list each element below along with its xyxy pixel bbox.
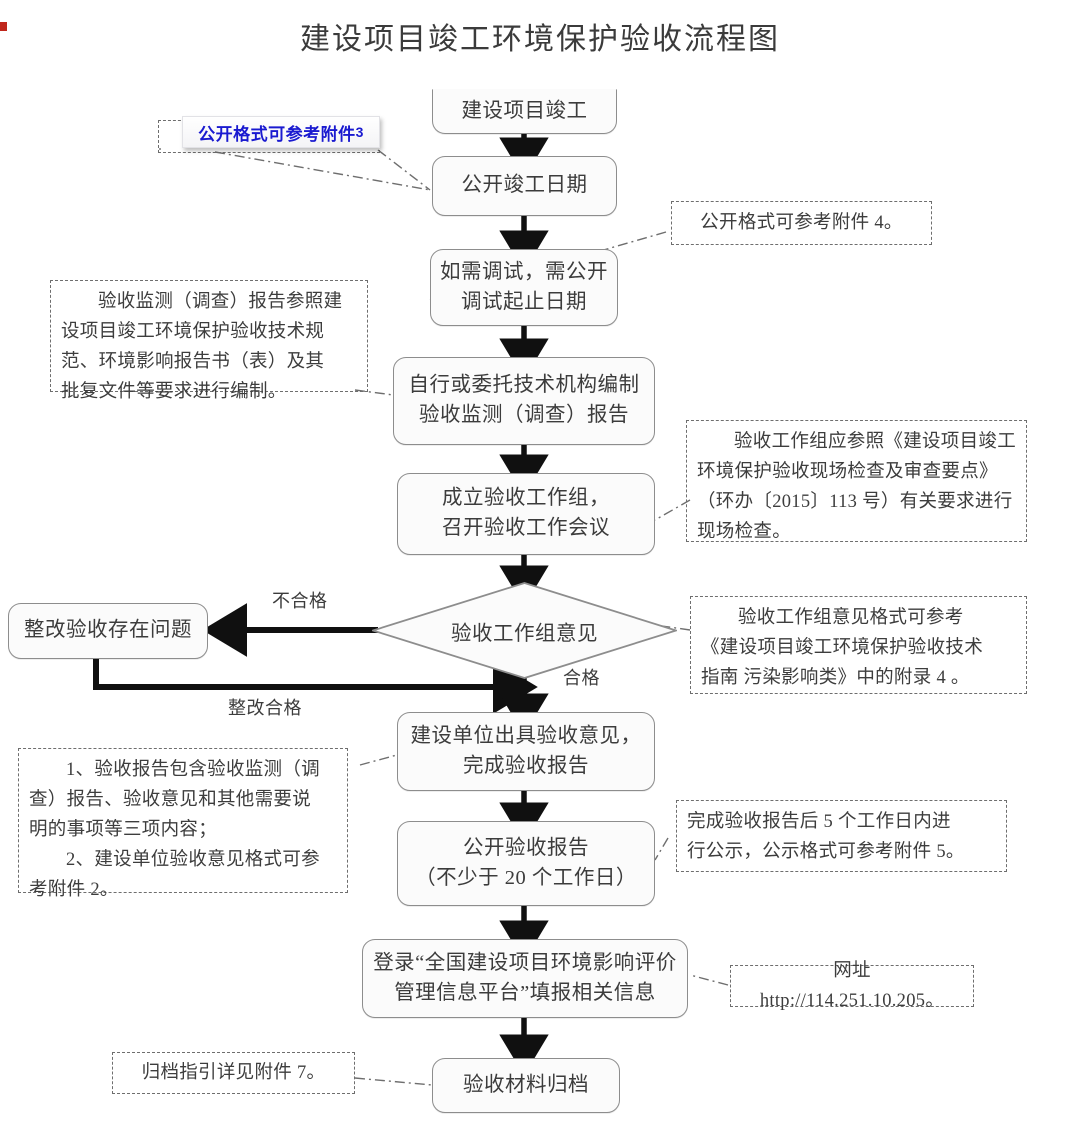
node-publish-acceptance-report[interactable]: 公开验收报告 （不少于 20 个工作日） <box>397 821 655 906</box>
note-work-group-inspection: 验收工作组应参照《建设项目竣工 环境保护验收现场检查及审查要点》 （环办〔201… <box>686 420 1027 542</box>
node-prepare-acceptance-report[interactable]: 自行或委托技术机构编制 验收监测（调查）报告 <box>393 357 655 445</box>
decision-acceptance-group-opinion[interactable]: 验收工作组意见 <box>372 582 677 679</box>
red-corner-marker <box>0 22 7 31</box>
page-title: 建设项目竣工环境保护验收流程图 <box>300 23 780 56</box>
node-publish-completion-date[interactable]: 公开竣工日期 <box>432 156 617 216</box>
node-archive-materials[interactable]: 验收材料归档 <box>432 1058 620 1113</box>
note-website: 网址 http://114.251.10.205。 <box>730 961 974 1011</box>
note-attachment3-number: 3 <box>355 124 364 140</box>
edge-label-rectified: 整改合格 <box>228 698 302 718</box>
node-project-completion[interactable]: 建设项目竣工 <box>432 89 617 134</box>
note-attachment4: 公开格式可参考附件 4。 <box>671 201 932 245</box>
note-archive: 归档指引详见附件 7。 <box>112 1052 355 1094</box>
node-issue-acceptance-opinion[interactable]: 建设单位出具验收意见， 完成验收报告 <box>397 712 655 791</box>
node-form-acceptance-group[interactable]: 成立验收工作组， 召开验收工作会议 <box>397 473 655 555</box>
note-publicity: 完成验收报告后 5 个工作日内进 行公示，公示格式可参考附件 5。 <box>676 800 1007 872</box>
edge-label-pass: 合格 <box>563 668 600 688</box>
edge-label-fail: 不合格 <box>272 591 328 611</box>
node-login-platform[interactable]: 登录“全国建设项目环境影响评价 管理信息平台”填报相关信息 <box>362 939 688 1018</box>
note-report-contents: 1、验收报告包含验收监测（调 查）报告、验收意见和其他需要说 明的事项等三项内容… <box>18 748 348 900</box>
node-publish-commissioning-dates[interactable]: 如需调试，需公开 调试起止日期 <box>430 249 618 326</box>
note-opinion-format: 验收工作组意见格式可参考 《建设项目竣工环境保护验收技术 指南 污染影响类》中的… <box>690 596 1027 694</box>
node-rectify-issues[interactable]: 整改验收存在问题 <box>8 603 208 659</box>
note-spacer <box>16 908 36 921</box>
note-monitoring-report: 验收监测（调查）报告参照建 设项目竣工环境保护验收技术规 范、环境影响报告书（表… <box>50 280 368 402</box>
decision-label: 验收工作组意见 <box>451 622 598 645</box>
